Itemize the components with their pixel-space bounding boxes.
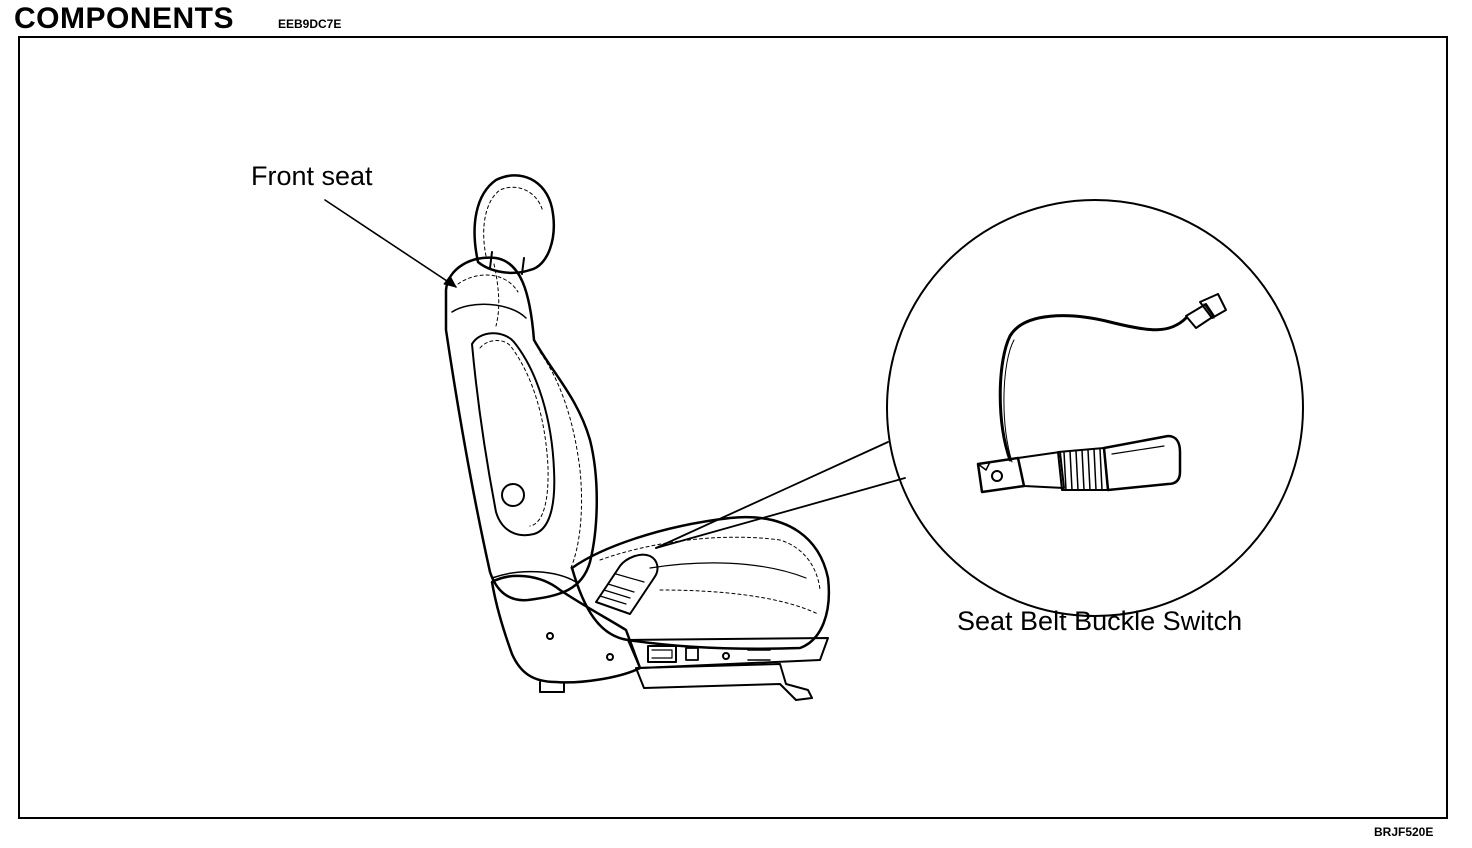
backrest-illustration — [444, 256, 598, 602]
front-seat-leader — [324, 199, 457, 288]
figure-code: BRJF520E — [1374, 825, 1434, 839]
cushion-illustration — [570, 515, 831, 650]
figure-frame — [18, 36, 1448, 819]
seat-rail-illustration — [627, 637, 829, 701]
detail-circle — [886, 199, 1304, 617]
headrest-illustration — [473, 174, 555, 275]
callout-leader-lines — [655, 441, 906, 549]
label-buckle-switch: Seat Belt Buckle Switch — [957, 606, 1243, 636]
page-heading: COMPONENTS — [14, 2, 235, 35]
buckle-switch-illustration — [976, 293, 1227, 494]
seat-buckle-illustration — [595, 553, 659, 615]
document-code: EEB9DC7E — [278, 17, 342, 31]
label-front-seat: Front seat — [251, 161, 373, 191]
seat-bracket-illustration — [490, 574, 642, 693]
